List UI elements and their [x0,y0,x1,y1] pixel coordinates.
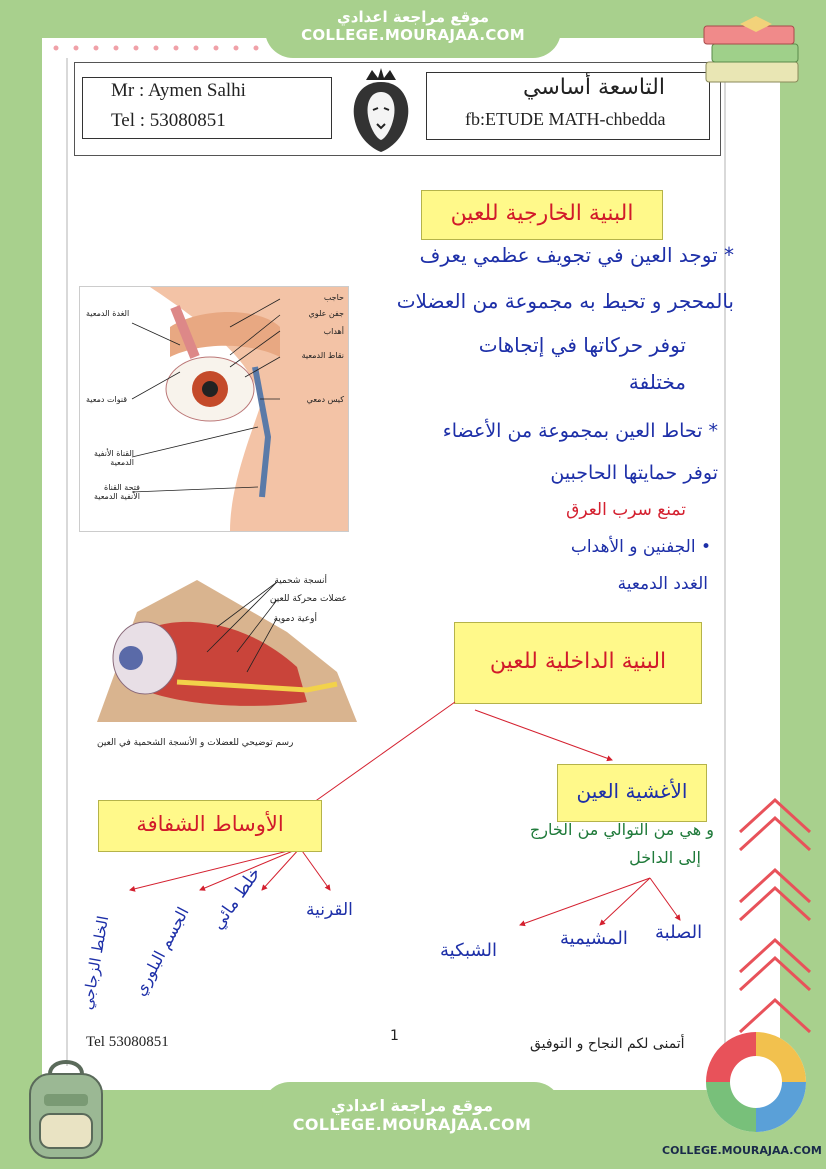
books-icon [703,16,799,83]
label-nasolacrimal-canal: القناة الأنفية الدمعية [93,449,134,467]
teacher-box: Mr : Aymen Salhi Tel : 53080851 [82,77,332,139]
teacher-tel: Tel : 53080851 [111,110,226,131]
facebook-page: fb:ETUDE MATH-chbedda [465,109,666,129]
note-line: توفر حركاتها في إتجاهات [478,333,686,357]
lion-logo-icon [353,68,409,152]
membrane-sclera: الصلبة [655,922,703,943]
label-nasolacrimal-opening: فتحة القناة الأنفية الدمعية [93,483,140,501]
label-lacrimal-sac: كيس دمعي [306,395,344,404]
membrane-choroid: المشيمية [560,928,628,949]
label-lacrimal-points: نقاط الدمعية [301,351,344,360]
box-transparent-media: الأوساط الشفافة [98,800,322,852]
note-line: الغدد الدمعية [617,574,708,594]
section-title-internal-structure: البنية الداخلية للعين [454,622,702,704]
media-cornea: القرنية [306,900,353,920]
page-number: 1 [390,1028,399,1044]
note-line: بالمحجر و تحيط به مجموعة من العضلات [396,289,734,313]
label-eyebrow: حاجب [323,293,344,302]
site-banner-bottom[interactable]: موقع مراجعة اعدادي COLLEGE.MOURAJAA.COM [262,1082,562,1152]
eye-muscles-figure: أنسجة شحمية عضلات محركة للعين أوعية دموي… [97,572,357,754]
note-line: * توجد العين في تجويف عظمي يعرف [419,243,734,267]
eye-muscles-illustration [97,580,357,722]
eye-external-figure: حاجب جفن علوي أهداب نقاط الدمعية كيس دمع… [79,286,349,532]
note-line: * تحاط العين بمجموعة من الأعضاء [442,420,718,442]
backpack-icon [29,1060,103,1159]
note-order: و هي من التوالي من الخارج [529,820,714,839]
level-label: التاسعة أساسي [522,75,665,100]
footer-tel: Tel 53080851 [86,1034,169,1050]
site-name-arabic: موقع مراجعة اعدادي [337,8,489,26]
label-eye-muscles: عضلات محركة للعين [269,594,347,604]
box-eye-membranes: الأغشية العين [557,764,707,822]
header-frame [74,62,721,156]
label-lacrimal-gland: الغدة الدمعية [86,309,130,318]
site-logo-caption: COLLEGE.MOURAJAA.COM [662,1144,822,1157]
dots-decoration [53,45,259,51]
chevrons-decoration [738,797,812,1034]
section-title-external-structure: البنية الخارجية للعين [421,190,663,240]
note-line: توفر حمايتها الحاجبين [550,462,718,484]
site-logo-icon[interactable] [694,1020,818,1144]
figure-caption: رسم توضيحي للعضلات و الأنسجة الشحمية في … [97,738,294,748]
level-box: التاسعة أساسي fb:ETUDE MATH-chbedda [426,72,710,140]
site-url: COLLEGE.MOURAJAA.COM [292,1115,532,1134]
label-eyelashes: أهداب [323,327,344,336]
membrane-retina: الشبكية [440,940,497,961]
label-lacrimal-ducts: قنوات دمعية [86,395,128,404]
site-banner-top[interactable]: موقع مراجعة اعدادي COLLEGE.MOURAJAA.COM [265,0,561,58]
note-line-red: تمنع سرب العرق [566,500,686,520]
note-line: • الجفنين و الأهداب [570,537,711,557]
site-url: COLLEGE.MOURAJAA.COM [301,26,525,44]
label-fatty-tissue: أنسجة شحمية [274,576,327,586]
site-name-arabic: موقع مراجعة اعدادي [330,1096,494,1115]
footer-wish: أتمنى لكم النجاح و التوفيق [530,1036,685,1052]
label-blood-vessels: أوعية دموية [273,614,317,624]
eye-external-illustration [80,287,348,531]
note-line: مختلفة [628,370,686,394]
teacher-name: Mr : Aymen Salhi [111,80,246,101]
label-upper-eyelid: جفن علوي [308,309,344,318]
note-order: إلى الداخل [629,848,701,867]
